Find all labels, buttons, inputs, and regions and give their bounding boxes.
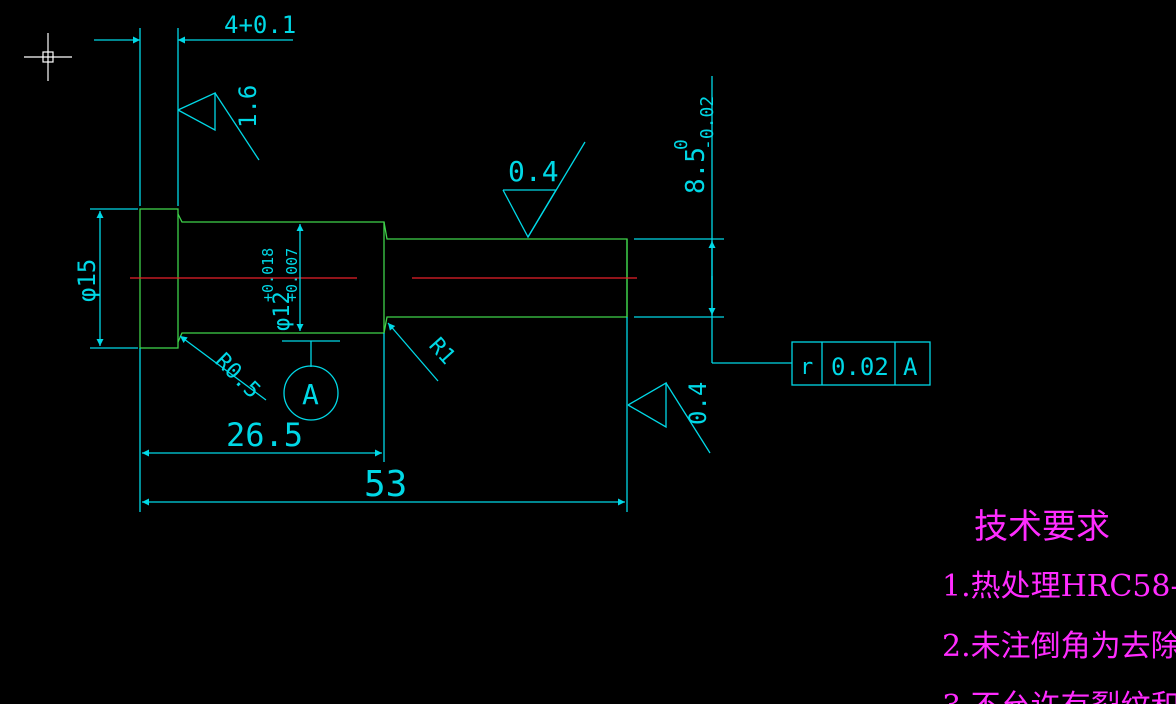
roughness-mid-label: 0.4 xyxy=(508,155,559,188)
dim-shaft-diameter-lower: +0.007 xyxy=(283,248,301,302)
tolerance-frame[interactable]: r 0.02 A xyxy=(791,341,931,386)
crosshair-cursor-icon xyxy=(24,33,72,81)
tolerance-value: 0.02 xyxy=(831,353,889,381)
datum-a-label: A xyxy=(302,378,319,411)
tolerance-symbol: r xyxy=(800,355,813,380)
dim-top-width-label: 4+0.1 xyxy=(224,11,296,39)
tech-requirement-item-3: 3.不允许有裂纹和 xyxy=(942,689,1176,704)
roughness-top-symbol: 1.6 xyxy=(177,85,262,161)
radius-left-label: R0.5 xyxy=(210,349,265,404)
roughness-right-label: 0.4 xyxy=(684,382,712,425)
dim-shaft-diameter-label: φ12 xyxy=(270,291,295,331)
tech-requirement-item-1: 1.热处理HRC58-62 xyxy=(942,569,1176,604)
tech-requirements-title: 技术要求 xyxy=(974,507,1110,547)
datum-a-symbol: A xyxy=(282,340,340,421)
dim-shaft-diameter: φ12 +0.018 +0.007 xyxy=(259,224,304,331)
tech-requirements: 技术要求 1.热处理HRC58-62 2.未注倒角为去除毛刺 3.不允许有裂纹和 xyxy=(942,507,1176,704)
dim-length-total-label: 53 xyxy=(364,464,407,505)
roughness-mid-symbol: 0.4 xyxy=(502,141,586,239)
dim-head-diameter: φ15 xyxy=(73,208,138,349)
roughness-right-symbol: 0.4 xyxy=(627,382,712,454)
dim-lengths: 26.5 53 xyxy=(139,317,628,512)
dim-shaft-diameter-upper: +0.018 xyxy=(259,248,277,302)
dim-length-right-lower: -0.02 xyxy=(697,96,718,150)
radius-right-leader: R1 xyxy=(387,322,460,382)
dim-length-half-label: 26.5 xyxy=(226,416,303,454)
dim-head-diameter-label: φ15 xyxy=(73,259,101,302)
tolerance-datum: A xyxy=(903,353,918,381)
dim-length-right: 8.5 0 -0.02 xyxy=(634,76,792,364)
dim-length-right-upper: 0 xyxy=(671,139,692,150)
dim-top-width: 4+0.1 xyxy=(94,11,296,206)
roughness-top-label: 1.6 xyxy=(234,85,262,128)
radius-right-label: R1 xyxy=(424,333,460,369)
dim-length-right-label: 8.5 xyxy=(681,147,711,194)
radius-left-leader: R0.5 xyxy=(179,335,267,404)
tech-requirement-item-2: 2.未注倒角为去除毛刺 xyxy=(942,629,1176,664)
